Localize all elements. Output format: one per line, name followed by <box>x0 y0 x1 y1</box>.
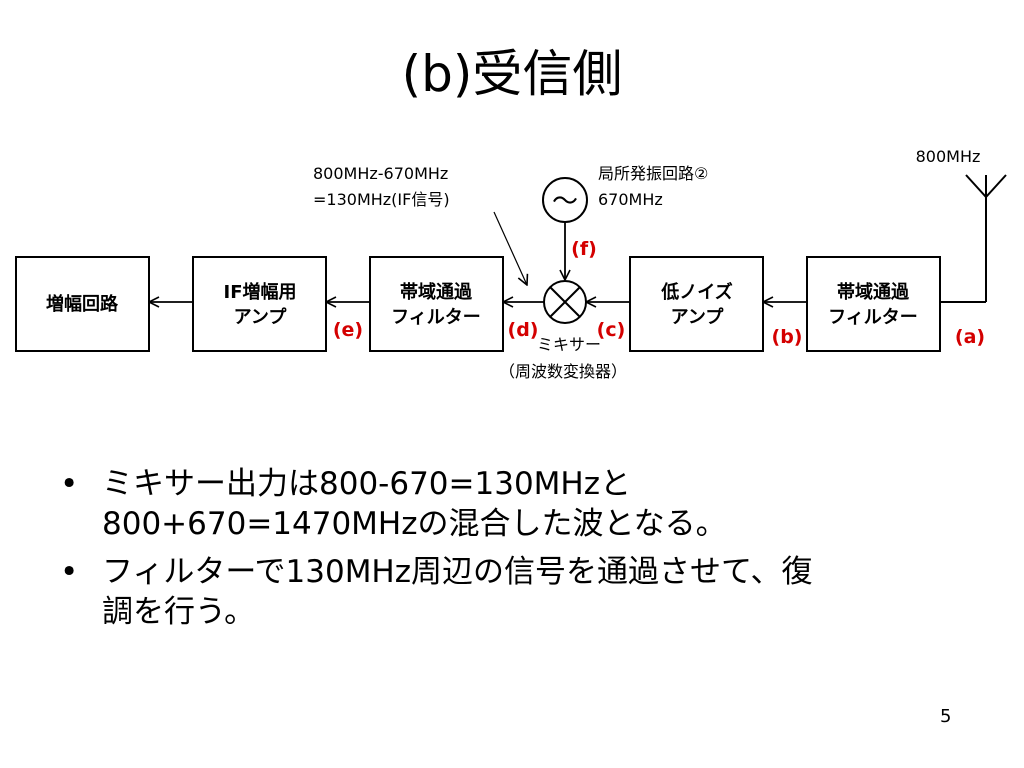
if-note-line2: =130MHz(IF信号) <box>313 190 450 209</box>
oscillator-label-line2: 670MHz <box>598 190 663 209</box>
block-bpf-if: 帯域通過 フィルター <box>369 256 504 352</box>
block-if-amp: IF増幅用 アンプ <box>192 256 327 352</box>
block-lna-line2: アンプ <box>671 306 725 328</box>
mixer-label-line2: （周波数変換器） <box>499 362 627 381</box>
point-label-b: (b) <box>772 326 803 348</box>
bullet-marker: • <box>60 554 79 590</box>
mixer-icon <box>543 280 587 324</box>
antenna-frequency-label: 800MHz <box>916 147 981 166</box>
block-lna: 低ノイズ アンプ <box>629 256 764 352</box>
oscillator-label-line1: 局所発振回路② <box>598 164 708 183</box>
block-bpf-rf: 帯域通過 フィルター <box>806 256 941 352</box>
point-label-f: (f) <box>571 238 597 260</box>
point-label-e: (e) <box>333 319 363 341</box>
block-amp-circuit-label: 増幅回路 <box>46 293 119 315</box>
block-amp-circuit: 増幅回路 <box>15 256 150 352</box>
bullet-line: フィルターで130MHz周辺の信号を通過させて、復 <box>102 554 813 590</box>
mixer-label-line1: ミキサー <box>537 335 601 354</box>
block-lna-line1: 低ノイズ <box>660 281 732 303</box>
page-number: 5 <box>940 706 952 727</box>
block-if-amp-line1: IF増幅用 <box>224 281 297 303</box>
bullet-item: • フィルターで130MHz周辺の信号を通過させて、復 調を行う。 <box>58 552 958 632</box>
bullet-item: • ミキサー出力は800-670=130MHzと 800+670=1470MHz… <box>58 464 958 544</box>
antenna-icon <box>940 174 1007 303</box>
bullet-line: ミキサー出力は800-670=130MHzと <box>102 466 631 502</box>
block-if-amp-line2: アンプ <box>234 306 288 328</box>
point-label-a: (a) <box>955 326 985 348</box>
block-bpf-rf-line2: フィルター <box>828 307 918 328</box>
bullet-line: 調を行う。 <box>102 594 256 630</box>
block-bpf-rf-line1: 帯域通過 <box>837 281 910 303</box>
slide-title: (b)受信側 <box>401 45 623 103</box>
point-label-c: (c) <box>597 319 626 341</box>
oscillator-icon: ～ <box>542 177 588 223</box>
bullet-list: • ミキサー出力は800-670=130MHzと 800+670=1470MHz… <box>58 464 958 640</box>
point-label-d: (d) <box>508 319 539 341</box>
block-bpf-if-line1: 帯域通過 <box>400 281 473 303</box>
oscillator-symbol: ～ <box>552 187 578 217</box>
bullet-line: 800+670=1470MHzの混合した波となる。 <box>102 506 727 542</box>
if-note-line1: 800MHz-670MHz <box>313 164 448 183</box>
block-bpf-if-line2: フィルター <box>391 307 481 328</box>
if-note-pointer <box>493 211 527 285</box>
receiver-block-diagram: 増幅回路 IF増幅用 アンプ 帯域通過 フィルター 低ノイズ アンプ 帯域通過 … <box>15 147 1007 381</box>
bullet-marker: • <box>60 466 79 502</box>
